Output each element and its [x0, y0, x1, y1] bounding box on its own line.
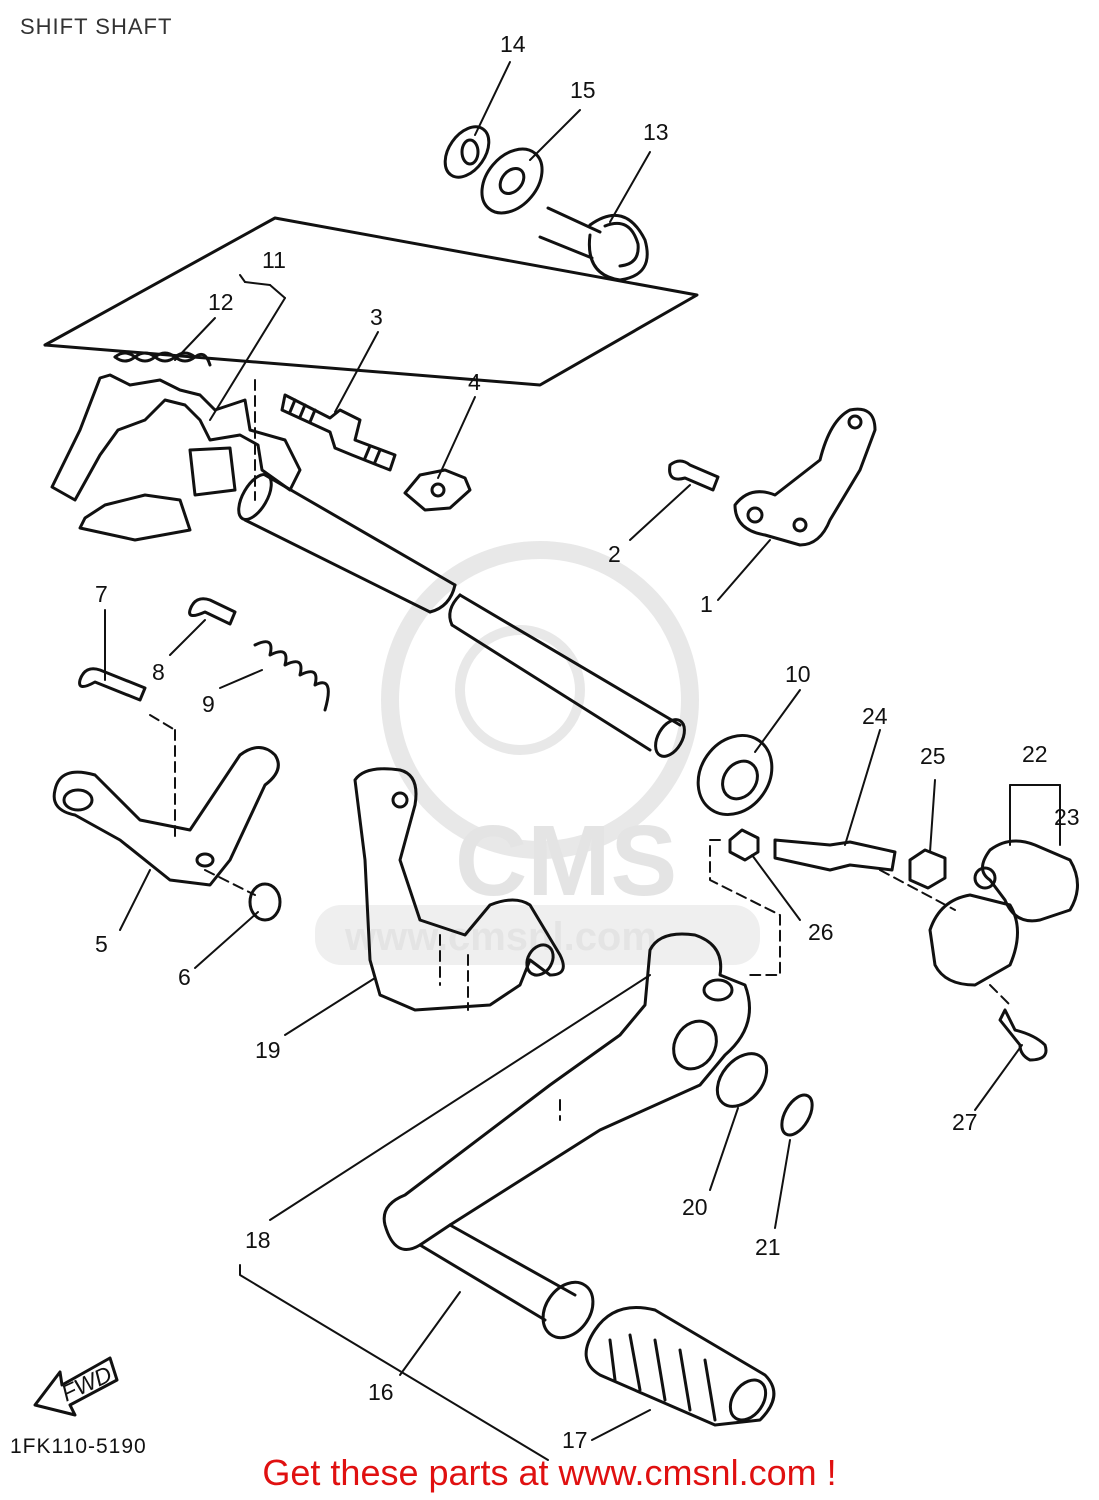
callout-26: 26: [808, 919, 834, 945]
bolt-7: [78, 667, 147, 702]
watermark-brand: CMS: [455, 805, 677, 917]
bolt-2: [668, 459, 720, 492]
collar-6: [248, 882, 282, 922]
washer-20: [715, 1052, 769, 1108]
plate-1: [733, 407, 877, 547]
callout-9: 9: [202, 691, 215, 717]
callout-4: 4: [468, 369, 481, 395]
diagram-title: SHIFT SHAFT: [20, 14, 173, 39]
callout-2: 2: [608, 541, 621, 567]
callout-12: 12: [208, 289, 234, 315]
stud-bolt-3: [280, 393, 397, 472]
torsion-spring-13: [538, 206, 649, 282]
guide-lines: [149, 379, 1011, 1121]
callout-23: 23: [1054, 804, 1080, 830]
callout-25: 25: [920, 743, 946, 769]
rod-end-22: [928, 839, 1079, 987]
callout-27: 27: [952, 1109, 978, 1135]
callout-labels: 14 15 13 11 12 3 4 2 1 7 8 9 10 5 6 24 2…: [57, 31, 1079, 1453]
callout-18: 18: [245, 1227, 271, 1253]
leader-lines: [104, 61, 1061, 1461]
shift-arm-19: [353, 767, 565, 1012]
callout-8: 8: [152, 659, 165, 685]
bolt-8: [188, 597, 237, 626]
promo-link[interactable]: Get these parts at www.cmsnl.com !: [262, 1452, 837, 1493]
shift-shaft-assy-11: [50, 373, 686, 758]
circlip-14: [443, 125, 491, 179]
callout-20: 20: [682, 1194, 708, 1220]
callout-15: 15: [570, 77, 596, 103]
callout-11: 11: [262, 247, 286, 273]
spring-12: [113, 351, 212, 367]
callout-17: 17: [562, 1427, 588, 1453]
foot-rubber-17: [584, 1306, 776, 1427]
nut-25: [908, 848, 947, 890]
callout-24: 24: [862, 703, 888, 729]
washer-15: [480, 147, 544, 215]
callout-22: 22: [1022, 741, 1048, 767]
bolt-27: [998, 1008, 1048, 1062]
watermark-site: www.cmsnl.com: [344, 915, 657, 959]
cms-watermark: CMS www.cmsnl.com: [315, 541, 760, 965]
callout-13: 13: [643, 119, 669, 145]
drawing-code: 1FK110-5190: [10, 1435, 147, 1458]
retainer-4: [403, 468, 472, 512]
callout-1: 1: [700, 591, 713, 617]
assembly-box-11: [43, 216, 699, 387]
nut-26: [728, 828, 760, 862]
spring-9: [253, 640, 330, 712]
callout-10: 10: [785, 661, 811, 687]
fwd-label: FWD: [57, 1361, 115, 1407]
callout-7: 7: [95, 581, 108, 607]
cotter-pin-21: [780, 1093, 814, 1137]
fwd-arrow: [33, 1356, 119, 1417]
arm-5: [52, 746, 280, 887]
callout-3: 3: [370, 304, 383, 330]
callout-16: 16: [368, 1379, 394, 1405]
bolt-24: [773, 838, 897, 872]
callout-6: 6: [178, 964, 191, 990]
oil-seal-10: [696, 733, 774, 817]
shift-pedal-18: [382, 932, 751, 1340]
callout-5: 5: [95, 931, 108, 957]
callout-14: 14: [500, 31, 526, 57]
callout-19: 19: [255, 1037, 281, 1063]
callout-21: 21: [755, 1234, 781, 1260]
